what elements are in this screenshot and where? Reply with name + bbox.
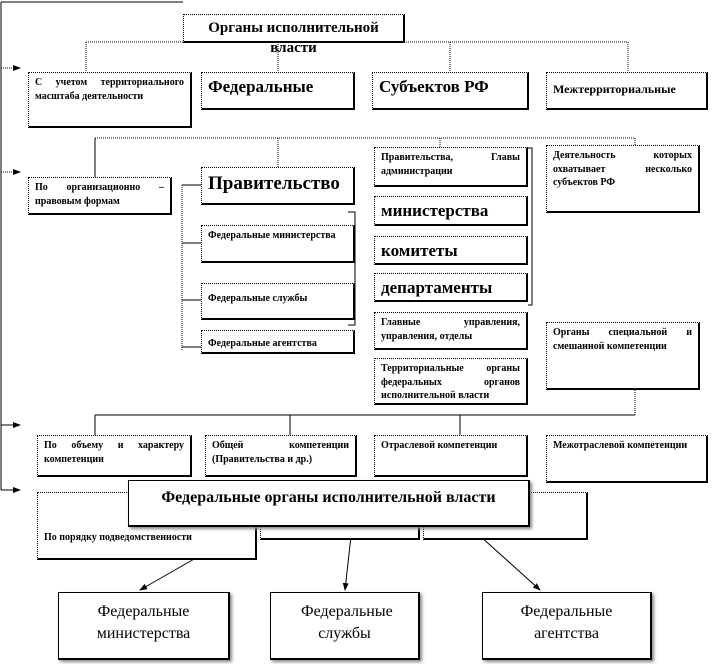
org-legal-criterion: По организационно – правовым формам [28,177,172,215]
regional-committees-box: комитеты [374,236,528,265]
branch-competence-box: Отраслевой компетенции [374,435,528,477]
territorial-subjects: Субъектов РФ [372,72,529,110]
regional-government-box: Правительства, Главы администрации [374,147,528,187]
competence-criterion: По объему и характеру компетенции [37,435,192,477]
territorial-organs-box: Территориальные органы федеральных орган… [374,358,528,405]
federal-bodies-title: Федеральные органы исполнительной власти [128,480,530,527]
bottom-services-box: Федеральные службы [270,592,420,660]
territorial-criterion: С учетом территориального масштаба деяте… [28,72,192,128]
special-competence-box: Органы специальной и смешанной компетенц… [546,322,700,390]
federal-ministries-box: Федеральные министерства [201,225,355,263]
general-competence-box: Общей компетенции (Правительства и др.) [205,435,357,477]
bottom-agencies-box: Федеральные агентства [482,592,652,660]
title-box: Органы исполнительной власти [183,14,405,56]
government-box: Правительство [201,167,355,205]
federal-services-box: Федеральные службы [201,283,355,320]
bottom-ministries-box: Федеральные министерства [58,592,230,660]
interbranch-competence-box: Межотраслевой компетенции [546,435,708,483]
federal-agencies-box: Федеральные агентства [201,330,355,354]
territorial-inter: Межтерриториальные [546,72,708,110]
regional-departments-box: департаменты [374,273,528,302]
territorial-federal: Федеральные [201,72,355,110]
regional-ministries-box: министерства [374,196,528,226]
main-directorates-box: Главные управления, управления, отделы [374,312,528,350]
interterritorial-box: Деятельность которых охватывает нескольк… [546,145,700,213]
